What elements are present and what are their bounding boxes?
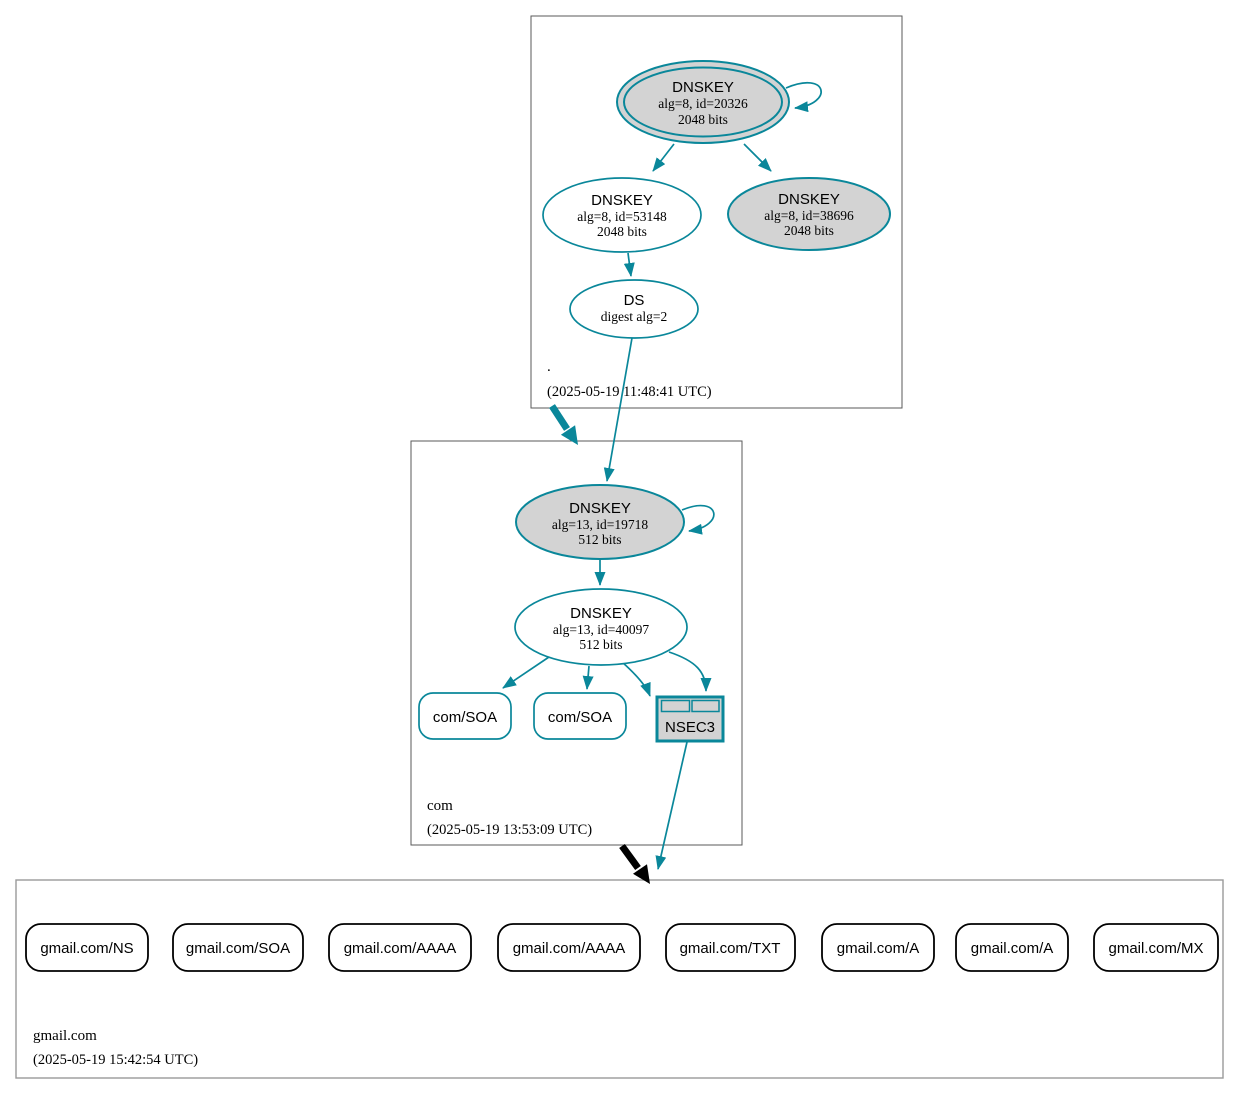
rrset-node-gmail-a-2[interactable]: gmail.com/A (955, 923, 1069, 972)
com-soa-2-label: com/SOA (548, 709, 612, 726)
edge-com-zsk-to-nsec3-left (621, 661, 651, 697)
root-zsk-type: DNSKEY (591, 192, 653, 209)
gmail-zone-timestamp: (2025-05-19 15:42:54 UTC) (33, 1052, 198, 1068)
edge-root-zsk-to-ds (623, 252, 635, 277)
root-dnskey2-type: DNSKEY (778, 191, 840, 208)
delegation-arrow-root-com-head (560, 425, 578, 445)
gmail-a-2-label: gmail.com/A (971, 940, 1054, 957)
root-zsk-alg-id: alg=8, id=53148 (577, 209, 667, 224)
rrset-node-gmail-txt[interactable]: gmail.com/TXT (665, 923, 796, 972)
edge-com-zsk-to-soa1 (502, 656, 550, 689)
rrset-node-com-soa-2[interactable]: com/SOA (533, 692, 627, 740)
root-zone-label: . (547, 359, 551, 375)
com-ksk-type: DNSKEY (569, 500, 631, 517)
root-ksk-type: DNSKEY (672, 79, 734, 96)
gmail-soa-label: gmail.com/SOA (186, 940, 290, 957)
delegation-arrow-com-gmail-shaft (619, 843, 641, 871)
dnskey-node-root-dnskey2[interactable]: DNSKEY alg=8, id=38696 2048 bits (727, 177, 891, 251)
dnskey-node-root-zsk[interactable]: DNSKEY alg=8, id=53148 2048 bits (542, 177, 702, 253)
gmail-mx-label: gmail.com/MX (1108, 940, 1203, 957)
com-ksk-bits: 512 bits (578, 532, 621, 547)
gmail-aaaa-2-label: gmail.com/AAAA (513, 940, 626, 957)
nsec3-cell-left (660, 699, 691, 713)
dnskey-node-root-ksk[interactable]: DNSKEY alg=8, id=20326 2048 bits (616, 60, 790, 144)
nsec3-node[interactable]: NSEC3 (655, 695, 725, 743)
com-soa-1-label: com/SOA (433, 709, 497, 726)
gmail-a-1-label: gmail.com/A (837, 940, 920, 957)
com-ksk-alg-id: alg=13, id=19718 (552, 517, 648, 532)
gmail-zone-label: gmail.com (33, 1028, 97, 1044)
ds-digest: digest alg=2 (601, 309, 667, 324)
delegation-arrow-com-gmail-head (633, 864, 650, 884)
gmail-ns-label: gmail.com/NS (40, 940, 133, 957)
edge-com-zsk-to-nsec3-right (668, 651, 712, 692)
root-dnskey2-bits: 2048 bits (784, 223, 834, 238)
com-zsk-bits: 512 bits (579, 637, 622, 652)
edge-root-ksk-self-loop (785, 81, 822, 113)
edge-root-ksk-to-zsk (652, 143, 675, 172)
root-zone-timestamp: (2025-05-19 11:48:41 UTC) (547, 384, 712, 400)
root-zsk-bits: 2048 bits (597, 224, 647, 239)
ds-node-root[interactable]: DS digest alg=2 (569, 279, 699, 339)
edge-com-zsk-to-soa2 (582, 665, 594, 690)
com-zone-timestamp: (2025-05-19 13:53:09 UTC) (427, 822, 592, 838)
rrset-node-gmail-mx[interactable]: gmail.com/MX (1093, 923, 1219, 972)
gmail-txt-label: gmail.com/TXT (680, 940, 781, 957)
root-dnskey2-alg-id: alg=8, id=38696 (764, 208, 854, 223)
gmail-zone-box (15, 879, 1224, 1079)
rrset-node-com-soa-1[interactable]: com/SOA (418, 692, 512, 740)
nsec3-label: NSEC3 (665, 719, 715, 736)
ds-type: DS (624, 292, 645, 309)
rrset-node-gmail-ns[interactable]: gmail.com/NS (25, 923, 149, 972)
com-zsk-type: DNSKEY (570, 605, 632, 622)
com-zone-label: com (427, 798, 453, 814)
edge-root-ksk-to-dnskey2 (743, 143, 772, 172)
edge-com-ksk-self-loop (681, 504, 715, 535)
dnskey-node-com-zsk[interactable]: DNSKEY alg=13, id=40097 512 bits (514, 588, 688, 666)
rrset-node-gmail-aaaa-2[interactable]: gmail.com/AAAA (497, 923, 641, 972)
delegation-arrow-root-com-shaft (549, 404, 570, 431)
rrset-node-gmail-a-1[interactable]: gmail.com/A (821, 923, 935, 972)
gmail-aaaa-1-label: gmail.com/AAAA (344, 940, 457, 957)
root-ksk-alg-id: alg=8, id=20326 (658, 96, 748, 111)
edge-nsec3-to-gmail (655, 741, 688, 870)
root-ksk-bits: 2048 bits (678, 112, 728, 127)
edge-ds-to-com-ksk (603, 337, 633, 482)
com-zsk-alg-id: alg=13, id=40097 (553, 622, 649, 637)
rrset-node-gmail-soa[interactable]: gmail.com/SOA (172, 923, 304, 972)
rrset-node-gmail-aaaa-1[interactable]: gmail.com/AAAA (328, 923, 472, 972)
nsec3-cell-right (691, 699, 720, 713)
dnskey-node-com-ksk[interactable]: DNSKEY alg=13, id=19718 512 bits (515, 484, 685, 560)
